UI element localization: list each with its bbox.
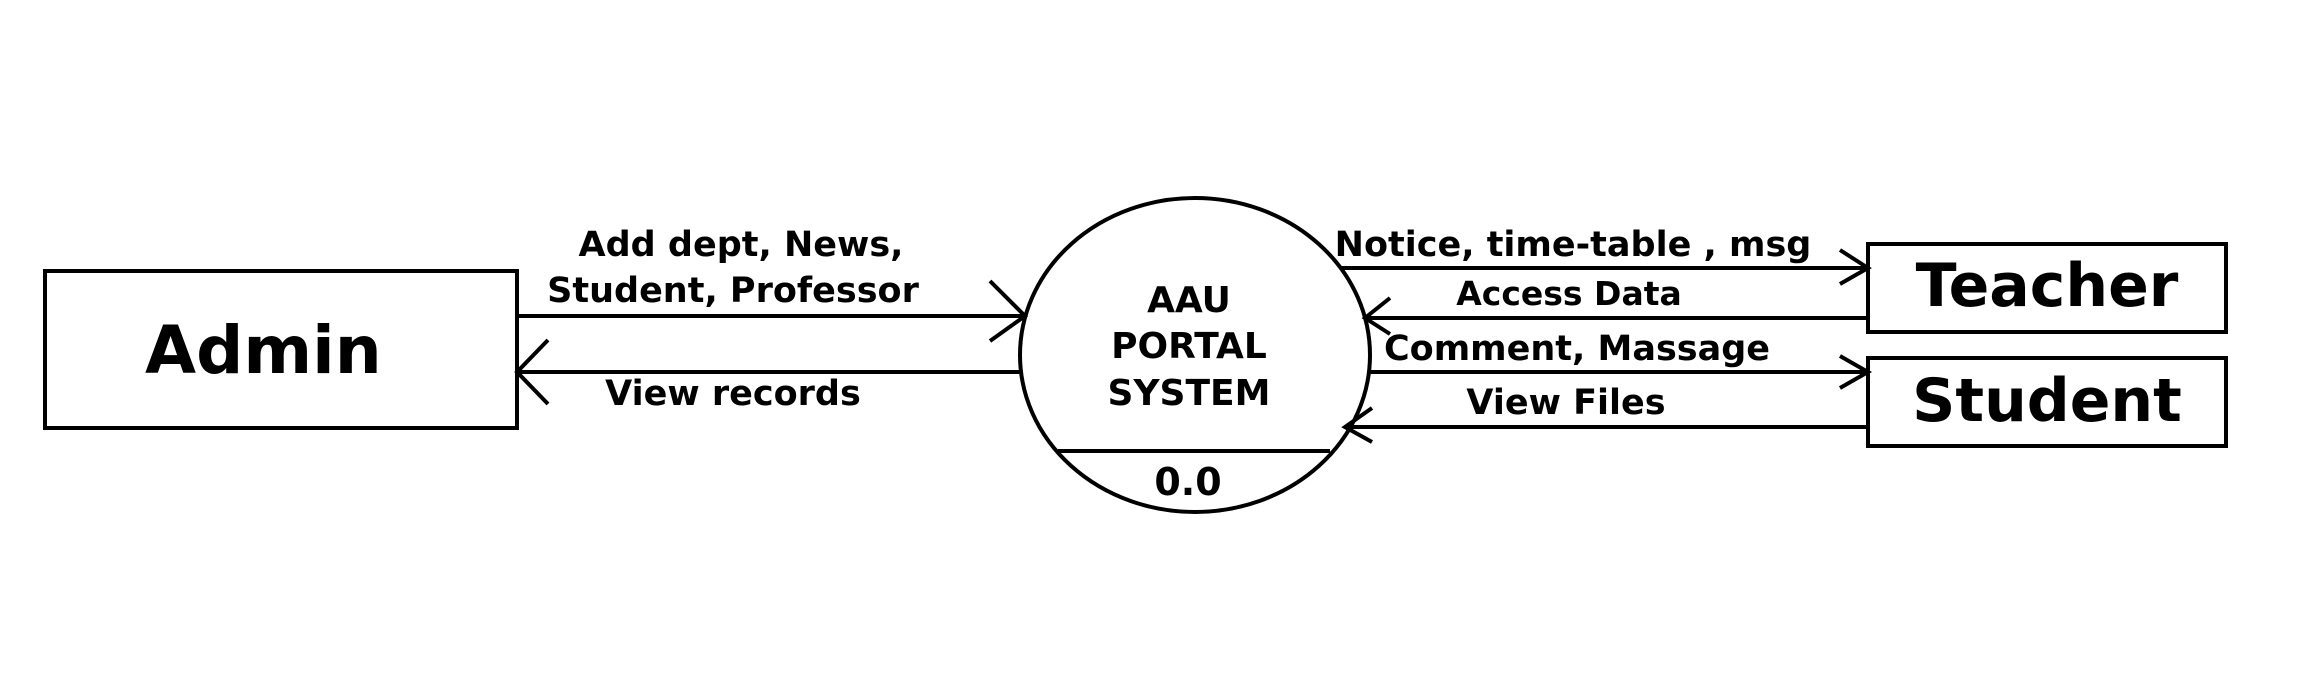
admin-label: Admin — [145, 312, 382, 389]
student-label: Student — [1912, 366, 2182, 436]
flow-label-system-to-admin: View records — [605, 374, 861, 414]
flow-label-student-to-system: View Files — [1466, 383, 1665, 423]
process-number: 0.0 — [1154, 460, 1221, 504]
arrowhead-system-to-admin — [514, 338, 550, 406]
flow-label-teacher-to-system: Access Data — [1456, 274, 1682, 313]
teacher-label: Teacher — [1916, 251, 2179, 321]
arrowhead-system-to-student — [1839, 354, 1873, 390]
flow-label-system-to-student: Comment, Massage — [1384, 329, 1770, 369]
student-entity-box — [1866, 356, 2228, 448]
flow-label-admin-to-system-line1: Add dept, News, — [579, 225, 904, 265]
arrowhead-teacher-to-system — [1361, 296, 1392, 336]
admin-entity-box — [43, 269, 519, 430]
process-name-line2: PORTAL — [1111, 326, 1267, 367]
teacher-entity-box — [1866, 242, 2228, 334]
arrowhead-student-to-system — [1341, 406, 1374, 444]
arrowhead-admin-to-system — [988, 279, 1029, 343]
flow-label-admin-to-system-line2: Student, Professor — [547, 271, 919, 311]
process-name-line1: AAU — [1147, 280, 1231, 321]
flow-label-system-to-teacher: Notice, time-table , msg — [1335, 225, 1812, 265]
process-name-line3: SYSTEM — [1108, 373, 1271, 414]
process-circle — [1018, 196, 1372, 514]
arrowhead-system-to-teacher — [1838, 248, 1872, 286]
